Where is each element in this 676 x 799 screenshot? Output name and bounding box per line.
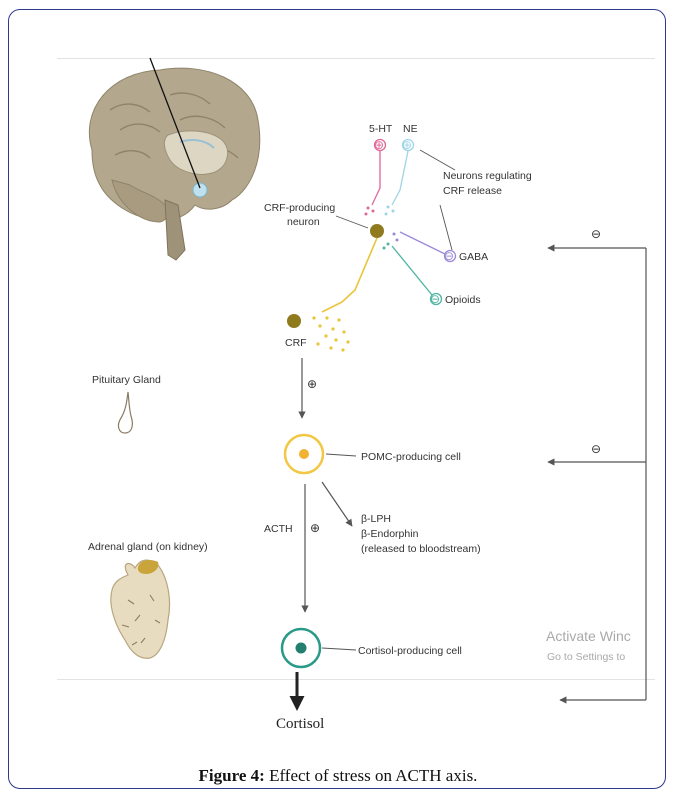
label-crf-release: CRF release	[443, 185, 502, 197]
watermark-line1: Activate Winc	[546, 628, 631, 644]
label-released-note: (released to bloodstream)	[361, 543, 481, 555]
regulating-neurons	[365, 140, 456, 305]
label-crf: CRF	[285, 337, 307, 349]
crf-plus-icon: ⊕	[307, 377, 317, 391]
label-pomc-cell: POMC-producing cell	[361, 451, 461, 463]
gaba-minus-icon: ⊖	[444, 249, 454, 263]
crf-neuron	[287, 216, 384, 352]
label-gaba: GABA	[459, 251, 488, 263]
brain-illustration	[89, 58, 259, 260]
lph-endorphin-arrow	[322, 482, 352, 526]
label-neurons-regulating: Neurons regulating	[443, 170, 532, 182]
opioid-minus-icon: ⊖	[430, 292, 440, 306]
crf-release-body	[287, 314, 301, 328]
label-adrenal: Adrenal gland (on kidney)	[88, 541, 208, 553]
feedback-minus-icon-top: ⊖	[591, 227, 601, 241]
label-ne: NE	[403, 123, 418, 135]
watermark-line2: Go to Settings to	[547, 651, 625, 663]
figure-caption: Figure 4: Effect of stress on ACTH axis.	[0, 766, 676, 786]
label-pituitary: Pituitary Gland	[92, 374, 161, 386]
adrenal-gland-drawing	[111, 560, 170, 658]
ne-plus-icon: ⊕	[402, 138, 412, 152]
label-cortisol-cell: Cortisol-producing cell	[358, 645, 462, 657]
label-crf-producing: CRF-producing	[264, 202, 335, 214]
cortisol-producing-cell	[282, 629, 356, 667]
pituitary-gland-drawing	[118, 392, 132, 433]
caption-label: Figure 4:	[199, 766, 265, 785]
label-b-endorphin: β-Endorphin	[361, 528, 419, 540]
crf-neuron-body	[370, 224, 384, 238]
label-b-lph: β-LPH	[361, 513, 391, 525]
label-cortisol: Cortisol	[276, 716, 324, 732]
feedback-minus-icon-middle: ⊖	[591, 442, 601, 456]
acth-plus-icon: ⊕	[310, 521, 320, 535]
label-neuron: neuron	[287, 216, 320, 228]
serotonin-plus-icon: ⊕	[374, 138, 384, 152]
label-opioids: Opioids	[445, 294, 481, 306]
label-acth: ACTH	[264, 523, 293, 535]
label-5ht: 5-HT	[369, 123, 393, 135]
pomc-producing-cell	[285, 435, 356, 473]
caption-text: Effect of stress on ACTH axis.	[265, 766, 478, 785]
